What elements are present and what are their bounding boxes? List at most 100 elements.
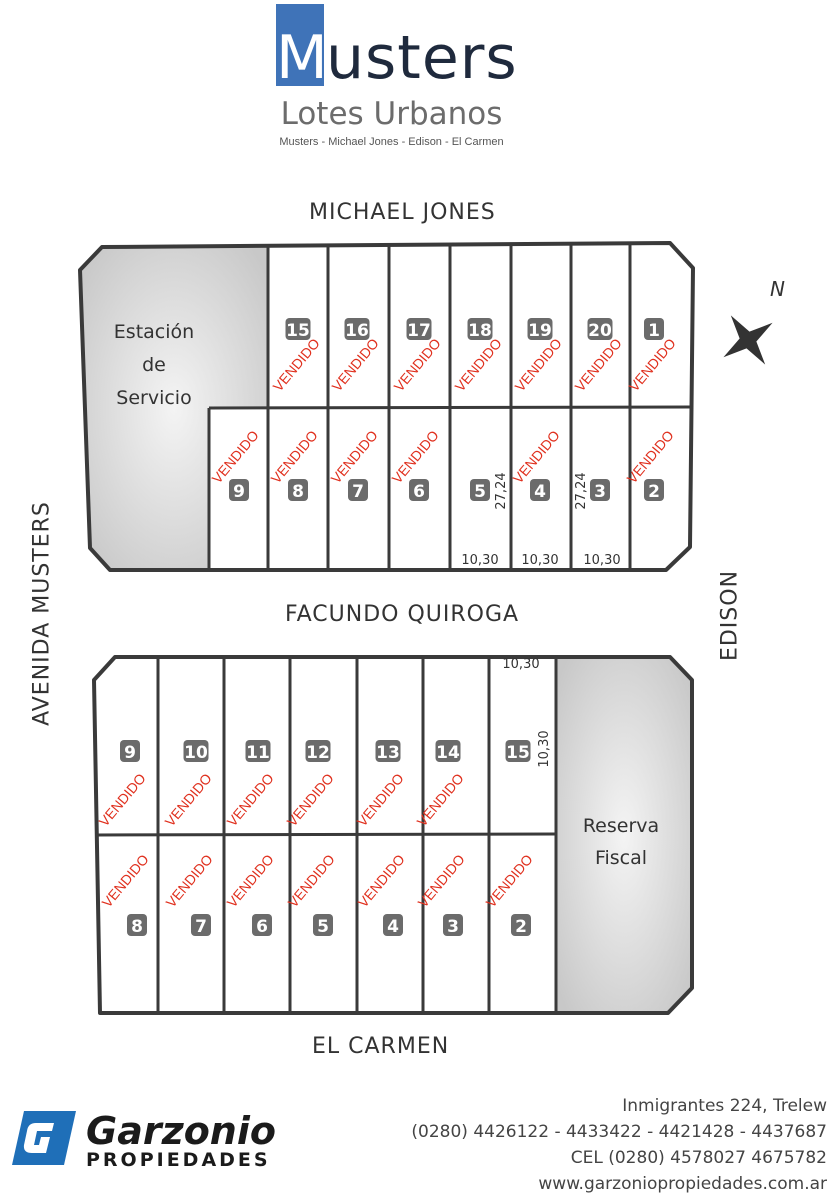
svg-text:2: 2 xyxy=(648,482,660,502)
dimension-front: 10,30 xyxy=(461,553,498,568)
lot-badge: 17 xyxy=(406,318,432,341)
lot-badge: 15 xyxy=(505,740,531,763)
sold-label: VENDIDO xyxy=(163,851,216,910)
dimension-depth: 27,24 xyxy=(494,472,509,509)
sold-label: VENDIDO xyxy=(270,335,323,394)
lot-badge: 18 xyxy=(467,318,493,341)
svg-text:6: 6 xyxy=(413,482,425,502)
dimension-depth: 27,24 xyxy=(574,472,589,509)
south-bottom-row: 8VENDIDO7VENDIDO6VENDIDO5VENDIDO4VENDIDO… xyxy=(99,851,536,937)
sold-label: VENDIDO xyxy=(284,770,337,829)
svg-text:6: 6 xyxy=(256,917,268,937)
sold-label: VENDIDO xyxy=(285,851,338,910)
svg-text:5: 5 xyxy=(474,482,486,502)
sold-label: VENDIDO xyxy=(572,335,625,394)
lot-badge: 5 xyxy=(470,479,490,502)
lot-badge: 13 xyxy=(375,740,401,763)
contact-address: Inmigrantes 224, Trelew xyxy=(622,1096,827,1116)
lot-badge: 11 xyxy=(245,740,271,763)
garzonio-logo: Garzonio PROPIEDADES xyxy=(8,1105,298,1175)
lot-badge: 8 xyxy=(288,479,308,502)
lot-badge: 10 xyxy=(183,740,209,763)
contact-phones: (0280) 4426122 - 4433422 - 4421428 - 443… xyxy=(411,1122,827,1142)
contact-cell: CEL (0280) 4578027 4675782 xyxy=(570,1148,827,1168)
area-label-line: Reserva xyxy=(583,815,659,837)
estacion-servicio-area xyxy=(80,247,268,570)
sold-label: VENDIDO xyxy=(483,851,536,910)
lot-badge: 12 xyxy=(305,740,331,763)
svg-text:8: 8 xyxy=(131,917,143,937)
street-label-south: EL CARMEN xyxy=(312,1034,450,1059)
north-block-outline xyxy=(78,241,695,572)
svg-text:16: 16 xyxy=(345,321,369,341)
lot-badge: 9 xyxy=(229,479,249,502)
logo-initial: M xyxy=(276,23,328,93)
street-label-middle: FACUNDO QUIROGA xyxy=(285,602,520,627)
area-label-line: Fiscal xyxy=(595,847,647,869)
logo-blue-square xyxy=(276,4,324,86)
svg-text:2: 2 xyxy=(515,917,527,937)
company-name: Garzonio xyxy=(86,1109,276,1153)
lot-badge: 4 xyxy=(383,914,403,937)
sold-label: VENDIDO xyxy=(96,770,149,829)
logo-subtitle: Lotes Urbanos xyxy=(280,96,503,132)
sold-label: VENDIDO xyxy=(452,335,505,394)
svg-text:7: 7 xyxy=(352,482,364,502)
sold-label: VENDIDO xyxy=(354,770,407,829)
area-label-line: de xyxy=(142,354,166,376)
lot-badge: 14 xyxy=(435,740,461,763)
svg-text:4: 4 xyxy=(387,917,399,937)
svg-text:17: 17 xyxy=(407,321,431,341)
logo-streets-line: Musters - Michael Jones - Edison - El Ca… xyxy=(279,136,504,148)
lot-badge: 3 xyxy=(590,479,610,502)
lot-badge: 5 xyxy=(313,914,333,937)
north-top-row: 15VENDIDO16VENDIDO17VENDIDO18VENDIDO19VE… xyxy=(270,318,679,394)
sold-label: VENDIDO xyxy=(512,335,565,394)
svg-text:9: 9 xyxy=(124,743,136,763)
compass-north-label: N xyxy=(770,277,785,301)
svg-text:3: 3 xyxy=(594,482,606,502)
svg-text:10: 10 xyxy=(184,743,208,763)
sold-label: VENDIDO xyxy=(209,427,262,486)
sold-label: VENDIDO xyxy=(510,427,563,486)
sold-label: VENDIDO xyxy=(328,427,381,486)
lot-badge: 7 xyxy=(348,479,368,502)
sold-label: VENDIDO xyxy=(626,335,679,394)
contact-info: Inmigrantes 224, Trelew (0280) 4426122 -… xyxy=(411,1093,827,1197)
south-block-outline xyxy=(92,655,694,1015)
area-label-line: Estación xyxy=(114,321,194,343)
lot-badge: 7 xyxy=(191,914,211,937)
svg-text:11: 11 xyxy=(246,743,270,763)
dimension-front: 10,30 xyxy=(583,553,620,568)
svg-text:1: 1 xyxy=(648,321,660,341)
logo-brand-text: usters xyxy=(326,23,518,93)
lot-badge: 8 xyxy=(127,914,147,937)
lot-badge: 6 xyxy=(409,479,429,502)
svg-text:5: 5 xyxy=(317,917,329,937)
musters-logo: M usters Lotes Urbanos Musters - Michael… xyxy=(269,2,519,152)
svg-text:15: 15 xyxy=(286,321,310,341)
svg-text:20: 20 xyxy=(588,321,612,341)
dimension-depth: 10,30 xyxy=(537,730,552,767)
contact-website[interactable]: www.garzoniopropiedades.com.ar xyxy=(538,1174,827,1194)
svg-text:9: 9 xyxy=(233,482,245,502)
svg-text:3: 3 xyxy=(447,917,459,937)
lot-badge: 1 xyxy=(644,318,664,341)
lot-badge: 16 xyxy=(344,318,370,341)
company-subtitle: PROPIEDADES xyxy=(86,1149,271,1171)
south-top-row: 9VENDIDO10VENDIDO11VENDIDO12VENDIDO13VEN… xyxy=(96,740,531,829)
sold-label: VENDIDO xyxy=(355,851,408,910)
area-label-line: Servicio xyxy=(116,387,191,409)
lot-badge: 15 xyxy=(285,318,311,341)
lot-badge: 3 xyxy=(443,914,463,937)
lot-badge: 19 xyxy=(527,318,553,341)
dimension-front: 10,30 xyxy=(521,553,558,568)
lot-badge: 9 xyxy=(120,740,140,763)
lot-badge: 20 xyxy=(587,318,613,341)
